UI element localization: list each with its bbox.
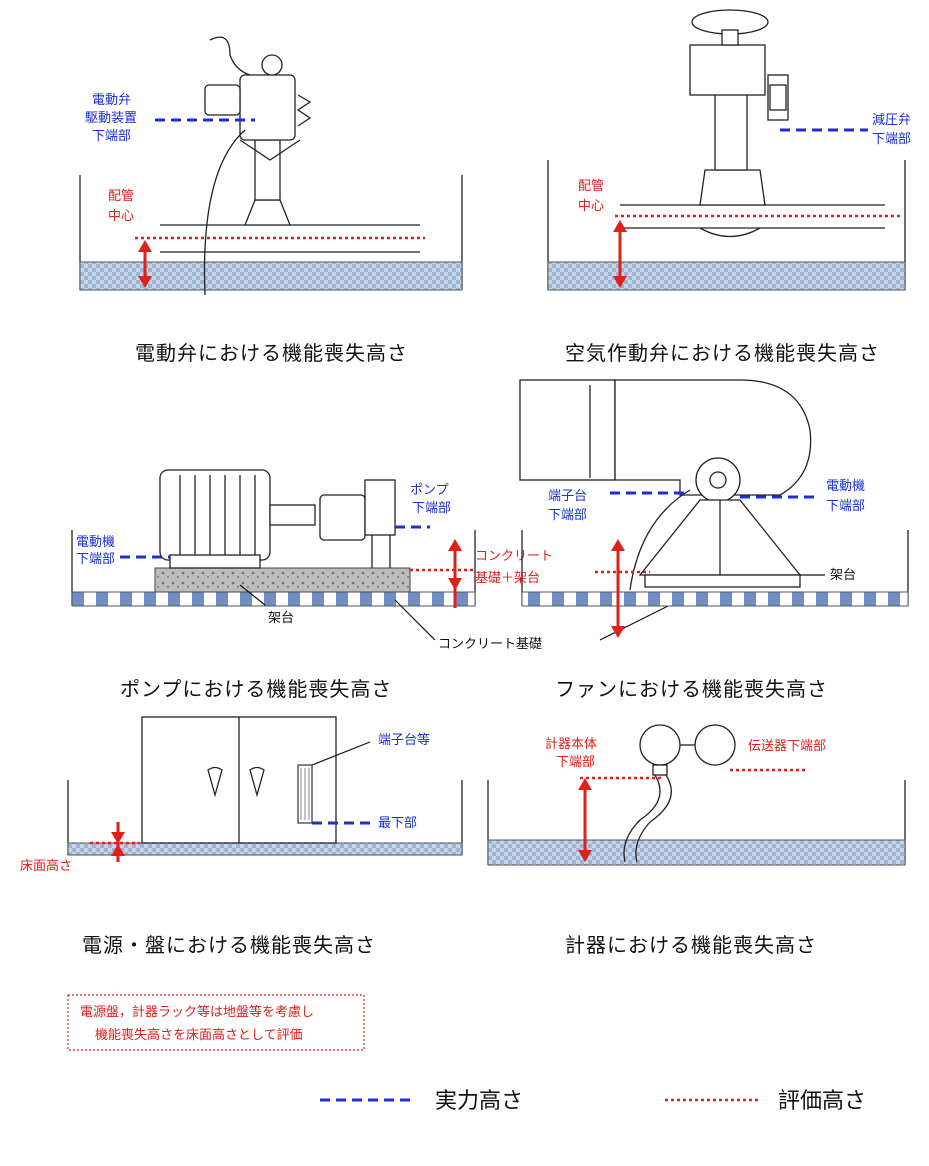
panel-caption: 電源・盤における機能喪失高さ [82,933,376,957]
label: ポンプ [410,483,449,498]
floor-foundation [71,591,476,607]
instrument-drawing [623,724,736,863]
legend: 実力高さ 評価高さ [320,1089,866,1114]
note-box: 電源盤，計器ラック等は地盤等を考慮し 機能喪失高さを床面高さとして評価 [67,994,365,1051]
floor-hatch [547,261,906,291]
label: 下端部 [556,755,595,770]
board-drawing [141,716,337,844]
panel-power-board: 端子台等 最下部 床面高さ 電源・盤における機能喪失高さ [20,716,463,957]
panel-caption: ポンプにおける機能喪失高さ [120,677,392,701]
label: 電動機 [76,535,115,550]
label: 下端部 [826,499,865,514]
label: 架台 [268,611,294,626]
floor-foundation [521,591,909,607]
label: 減圧弁 [872,112,911,128]
valve-drawing [160,36,420,296]
label: 駆動装置 [85,111,137,126]
fan-drawing [519,379,812,591]
label: 床面高さ [20,858,72,874]
panel-caption: ファンにおける機能喪失高さ [555,677,828,701]
note-line: 機能喪失高さを床面高さとして評価 [95,1027,303,1043]
panel-pump: ポンプ 下端部 電動機 下端部 コンクリート 基礎＋架台 架台 ポンプにおける機… [71,469,553,701]
floor-hatch [487,839,906,866]
label: 計器本体 [545,736,597,752]
legend-label-red: 評価高さ [778,1089,866,1114]
leader-line [311,741,371,766]
legend-label-blue: 実力高さ [435,1089,523,1114]
label: 基礎＋架台 [475,571,540,586]
label: 配管 [108,189,134,204]
panel-caption: 計器における機能喪失高さ [565,933,817,957]
label: コンクリート基礎 [438,637,542,652]
shared-foundation-label: コンクリート基礎 [394,599,681,652]
note-line: 電源盤，計器ラック等は地盤等を考慮し [80,1004,314,1020]
panel-caption: 空気作動弁における機能喪失高さ [565,341,880,365]
panel-fan: 端子台 下端部 電動機 下端部 架台 ファンにおける機能喪失高さ [519,379,909,701]
label: 下端部 [872,132,911,147]
panel-air-valve: 減圧弁 下端部 配管 中心 空気作動弁における機能喪失高さ [547,9,911,365]
label: 下端部 [76,552,115,567]
label: 中心 [108,209,134,224]
panel-motor-valve: 電動弁 駆動装置 下端部 配管 中心 電動弁における機能喪失高さ [79,36,463,365]
label: 架台 [830,568,856,583]
concrete-base [154,567,411,593]
label: 電動弁 [92,93,131,108]
valve-drawing [620,9,885,238]
label: 下端部 [548,508,587,523]
leader-line [239,584,266,606]
label: 伝送器下端部 [748,739,826,754]
floor-hatch [67,842,463,856]
label: 中心 [578,199,604,214]
label: 電動機 [826,479,865,494]
panel-instrument: 計器本体 下端部 伝送器下端部 計器における機能喪失高さ [487,724,906,957]
label: 配管 [578,179,604,194]
pump-drawing [159,469,396,569]
label: 端子台 [548,489,587,504]
label: 最下部 [378,816,417,831]
label: 端子台等 [378,732,430,748]
label: 下端部 [92,129,131,144]
label: 下端部 [412,501,451,516]
label: コンクリート [475,549,553,564]
panel-caption: 電動弁における機能喪失高さ [135,341,408,365]
floor-hatch [79,261,463,291]
